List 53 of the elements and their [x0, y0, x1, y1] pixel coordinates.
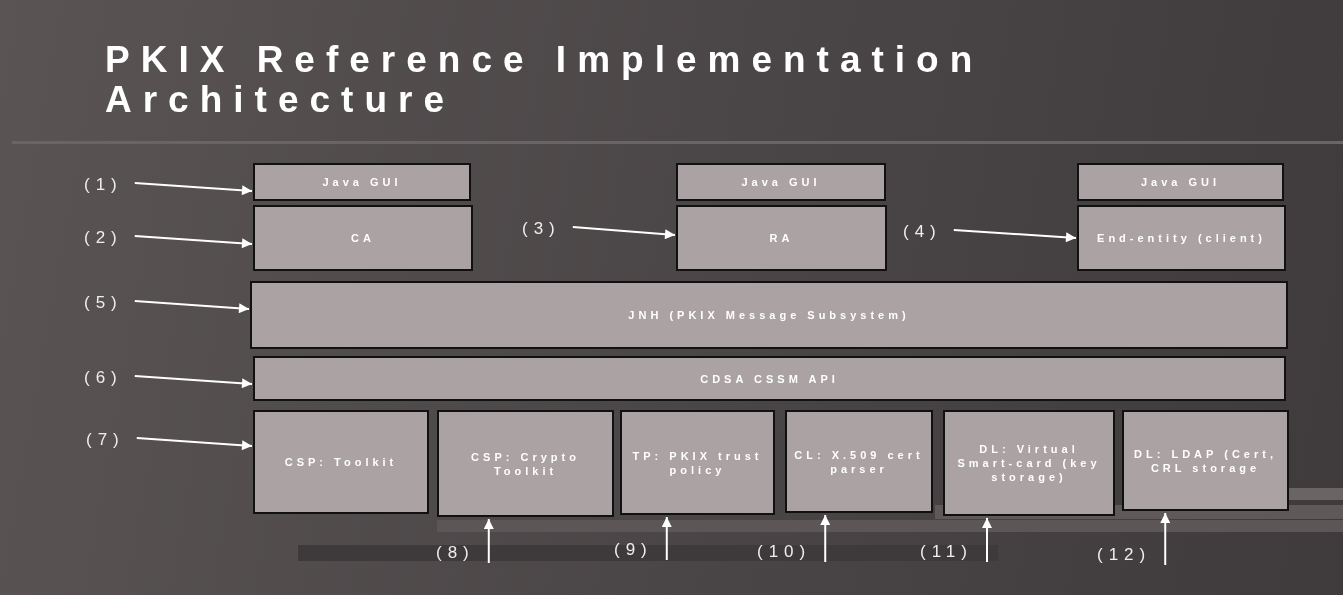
box-label: Java GUI — [740, 175, 822, 189]
callout-number: (1) — [84, 175, 123, 195]
layer-box — [943, 410, 1115, 516]
box-label: DL: Virtual Smart-card (key storage) — [956, 442, 1102, 484]
layer-box — [253, 205, 473, 271]
layer-box — [620, 410, 775, 515]
arrow — [133, 182, 253, 196]
box-label: Java GUI — [321, 175, 403, 189]
arrow — [133, 300, 250, 314]
arrow — [952, 229, 1077, 243]
title: PKIX Reference Implementation Architecture — [105, 40, 985, 120]
arrow — [661, 516, 672, 561]
callout-number: (9) — [614, 540, 653, 560]
arrow — [820, 514, 831, 563]
arrow — [982, 517, 992, 563]
box-label: TP: PKIX trust policy — [631, 448, 764, 477]
arrow — [135, 437, 253, 451]
arrow — [483, 518, 494, 564]
layer-box — [253, 163, 471, 201]
layer-box — [253, 410, 429, 514]
box-label: CDSA CSSM API — [699, 371, 840, 386]
callout-number: (6) — [84, 368, 123, 388]
callout-number: (12) — [1097, 545, 1152, 565]
layer-box — [676, 205, 887, 271]
callout-number: (10) — [757, 542, 812, 562]
box-label: Java GUI — [1139, 175, 1222, 189]
box-label: CSP: Crypto Toolkit — [470, 449, 581, 478]
layer-box — [253, 356, 1286, 401]
arrow — [133, 375, 253, 389]
layer-box — [785, 410, 933, 513]
callout-number: (11) — [920, 542, 973, 562]
callout-number: (4) — [903, 222, 942, 242]
box-label: DL: LDAP (Cert, CRL storage — [1133, 446, 1278, 475]
box-label: JNH (PKIX Message Subsystem) — [627, 308, 911, 322]
callout-number: (8) — [436, 543, 475, 563]
layer-box — [1077, 163, 1284, 201]
layer-box — [437, 410, 614, 517]
box-label: CA — [350, 231, 376, 245]
arrow — [1160, 512, 1171, 566]
box-label: CSP: Toolkit — [283, 455, 399, 469]
callout-number: (3) — [522, 219, 561, 239]
callout-number: (7) — [86, 430, 125, 450]
arrow — [571, 226, 676, 240]
box-label: CL: X.509 cert parser — [793, 447, 925, 476]
layer-box — [1122, 410, 1289, 511]
callout-number: (2) — [84, 228, 123, 248]
layer-box — [676, 163, 886, 201]
layer-box — [250, 281, 1288, 349]
arrow — [133, 235, 253, 249]
callout-number: (5) — [84, 293, 123, 313]
box-label: RA — [768, 231, 795, 245]
layer-box — [1077, 205, 1286, 271]
box-label: End-entity (client) — [1096, 231, 1267, 245]
